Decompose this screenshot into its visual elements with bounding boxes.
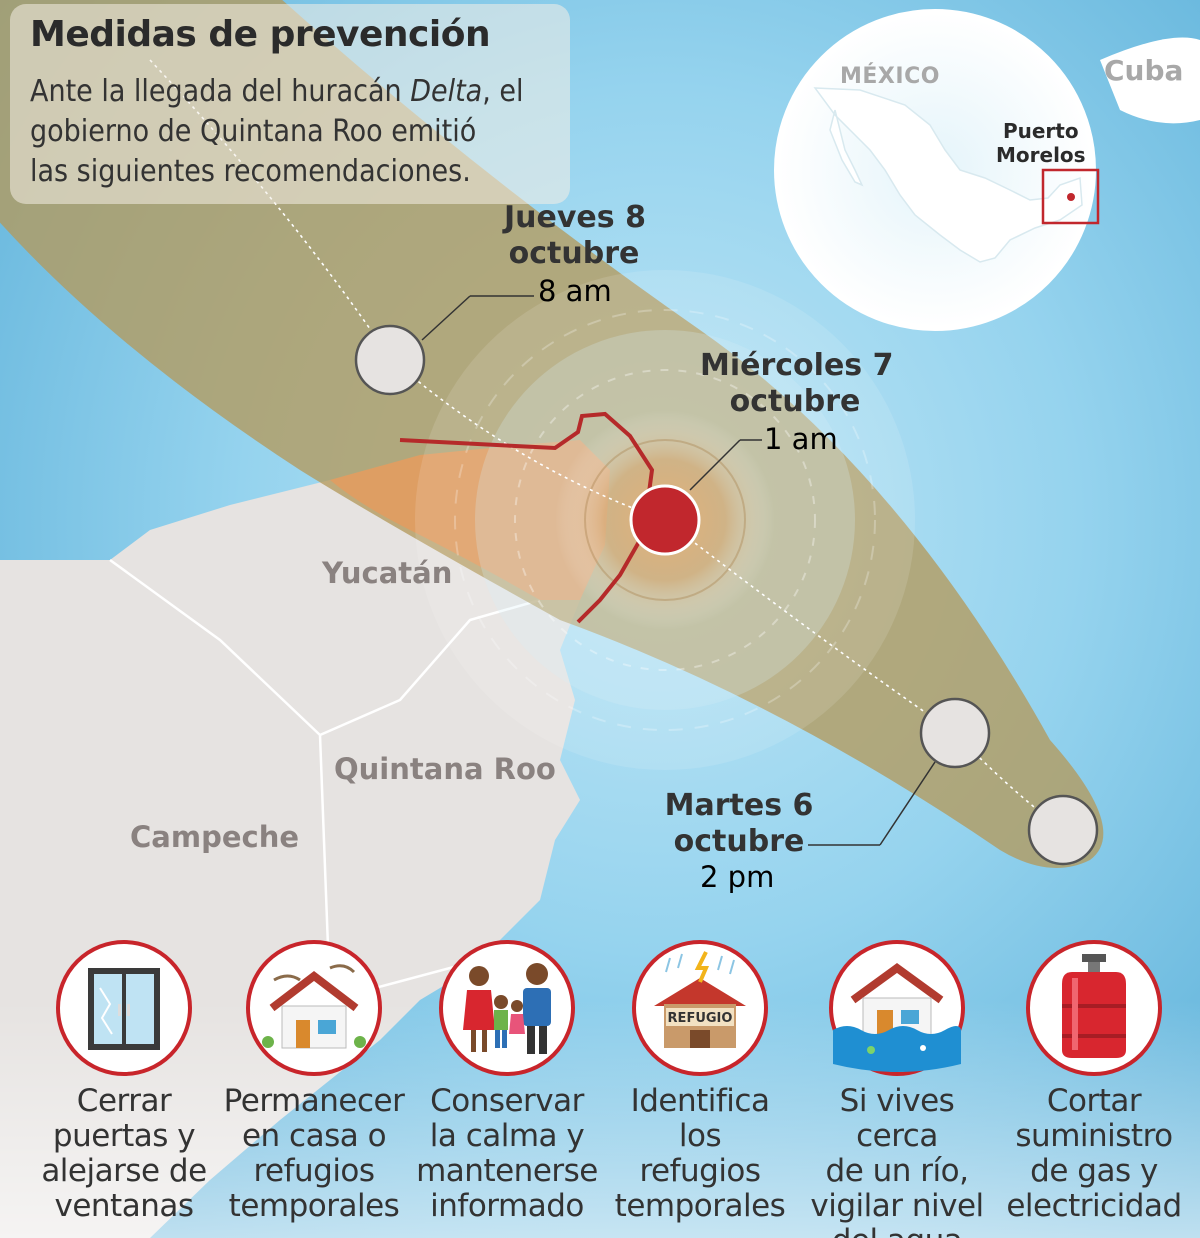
- recommendation-shelters: REFUGIO Identifica los refugios temporal…: [602, 938, 798, 1224]
- intro-text: Ante la llegada del huracán Delta, el go…: [30, 72, 523, 192]
- date-label-wednesday: Miércoles 7 octubre: [700, 348, 894, 419]
- window-icon: [56, 940, 192, 1076]
- recommendation-calm: Conservar la calma y mantenerse informad…: [409, 938, 605, 1224]
- recommendation-label: Si vives cerca de un río, vigilar nivel …: [810, 1083, 984, 1238]
- shelter-icon: REFUGIO: [632, 940, 768, 1076]
- puerto-morelos-dot: [1067, 193, 1075, 201]
- leader-line-3: [879, 761, 936, 846]
- bottom-fade: [0, 1000, 1200, 1238]
- shelter-sign: REFUGIO: [668, 1011, 733, 1026]
- date-label-tuesday: Martes 6 octubre: [664, 788, 814, 859]
- recommendation-label: Identifica los refugios temporales: [614, 1083, 786, 1224]
- region-quintana-roo: Quintana Roo: [334, 752, 556, 786]
- recommendation-windows: Cerrar puertas y alejarse de ventanas: [26, 938, 222, 1224]
- house-wind-icon: [246, 940, 382, 1076]
- intro-line-3: las siguientes recomendaciones.: [30, 154, 471, 189]
- leader-line-2: [689, 439, 741, 491]
- recommendation-label: Cerrar puertas y alejarse de ventanas: [41, 1083, 207, 1224]
- cone-land-overlap: [330, 440, 610, 600]
- family-icon: [439, 940, 575, 1076]
- recommendation-gas: Cortar suministro de gas y electricidad: [996, 938, 1192, 1224]
- track-point-tuesday: [919, 697, 991, 769]
- recommendation-label: Conservar la calma y mantenerse informad…: [416, 1083, 598, 1224]
- track-point-origin: [1027, 794, 1099, 866]
- region-yucatan: Yucatán: [322, 556, 453, 590]
- mexico-shape: [813, 87, 1083, 263]
- puerto-morelos-box: [1041, 168, 1100, 225]
- state-border: [109, 558, 332, 1001]
- inset-locator-map: [774, 9, 1200, 331]
- region-campeche: Campeche: [130, 820, 300, 854]
- cuba-callout: [1100, 37, 1200, 124]
- flooded-house-icon: [829, 940, 965, 1076]
- track-point-thursday: [354, 324, 426, 396]
- intro-line-1: Ante la llegada del huracán Delta, el: [30, 74, 524, 109]
- time-label-tuesday: 2 pm: [700, 860, 775, 894]
- intro-line-2: gobierno de Quintana Roo emitió: [30, 114, 477, 149]
- page-title: Medidas de prevención: [30, 14, 491, 55]
- leader-line-1: [421, 295, 471, 341]
- state-border-2: [319, 598, 541, 737]
- inset-town-label: Puerto Morelos: [996, 119, 1086, 167]
- time-label-wednesday: 1 am: [764, 422, 838, 456]
- date-label-thursday: Jueves 8 octubre: [504, 200, 646, 271]
- border-line: [399, 411, 655, 624]
- inset-neighbor-label: Cuba: [1104, 54, 1184, 87]
- header-panel: [10, 4, 570, 204]
- recommendation-river: Si vives cerca de un río, vigilar nivel …: [799, 938, 995, 1238]
- time-label-thursday: 8 am: [538, 274, 612, 308]
- gas-cylinder-icon: [1026, 940, 1162, 1076]
- recommendation-label: Cortar suministro de gas y electricidad: [1006, 1083, 1182, 1224]
- storm-name: Delta: [410, 74, 483, 109]
- track-point-wednesday: [629, 484, 701, 556]
- recommendation-stay-home: Permanecer en casa o refugios temporales: [216, 938, 412, 1224]
- forecast-cone: [0, 0, 1104, 868]
- recommendation-label: Permanecer en casa o refugios temporales: [223, 1083, 405, 1224]
- inset-country-label: MÉXICO: [840, 64, 940, 89]
